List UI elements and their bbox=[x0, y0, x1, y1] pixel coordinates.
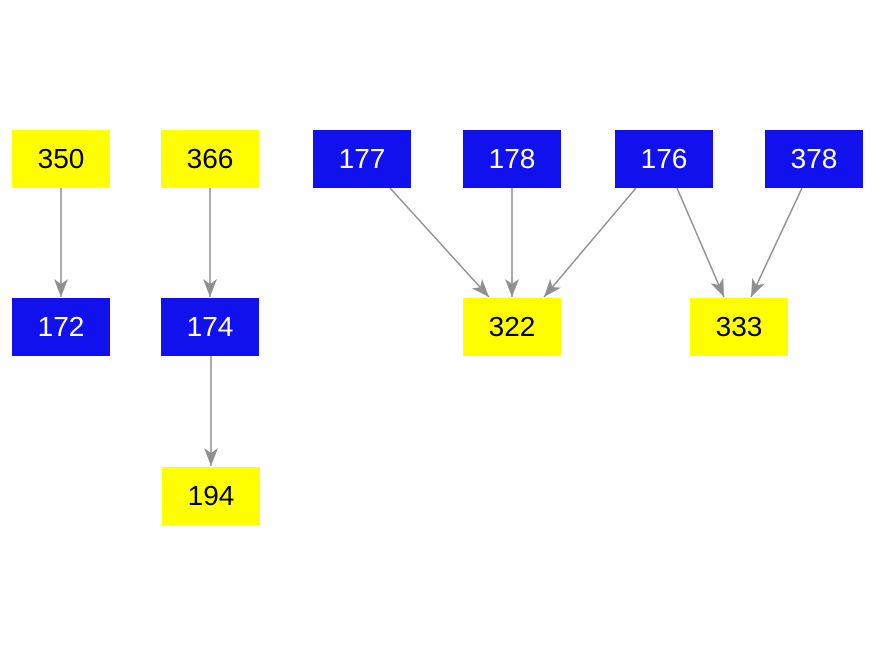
node-322[interactable]: 322 bbox=[463, 298, 561, 356]
edge-176-333 bbox=[676, 187, 725, 298]
node-label: 194 bbox=[187, 480, 235, 511]
node-176[interactable]: 176 bbox=[615, 130, 713, 188]
node-label: 366 bbox=[186, 143, 234, 174]
node-378[interactable]: 378 bbox=[765, 130, 863, 188]
node-label: 333 bbox=[715, 311, 763, 342]
edge-378-333 bbox=[750, 187, 803, 298]
node-label: 174 bbox=[186, 311, 234, 342]
node-366[interactable]: 366 bbox=[161, 130, 259, 188]
node-177[interactable]: 177 bbox=[313, 130, 411, 188]
node-172[interactable]: 172 bbox=[12, 298, 110, 356]
node-label: 177 bbox=[338, 143, 386, 174]
node-label: 172 bbox=[37, 311, 85, 342]
node-194[interactable]: 194 bbox=[162, 467, 260, 525]
node-label: 322 bbox=[488, 311, 536, 342]
node-label: 350 bbox=[37, 143, 85, 174]
node-label: 378 bbox=[790, 143, 838, 174]
node-174[interactable]: 174 bbox=[161, 298, 259, 356]
node-label: 176 bbox=[640, 143, 688, 174]
node-333[interactable]: 333 bbox=[690, 298, 788, 356]
edge-177-322 bbox=[389, 187, 490, 298]
node-label: 178 bbox=[488, 143, 536, 174]
node-178[interactable]: 178 bbox=[463, 130, 561, 188]
edge-176-322 bbox=[543, 187, 637, 298]
node-350[interactable]: 350 bbox=[12, 130, 110, 188]
